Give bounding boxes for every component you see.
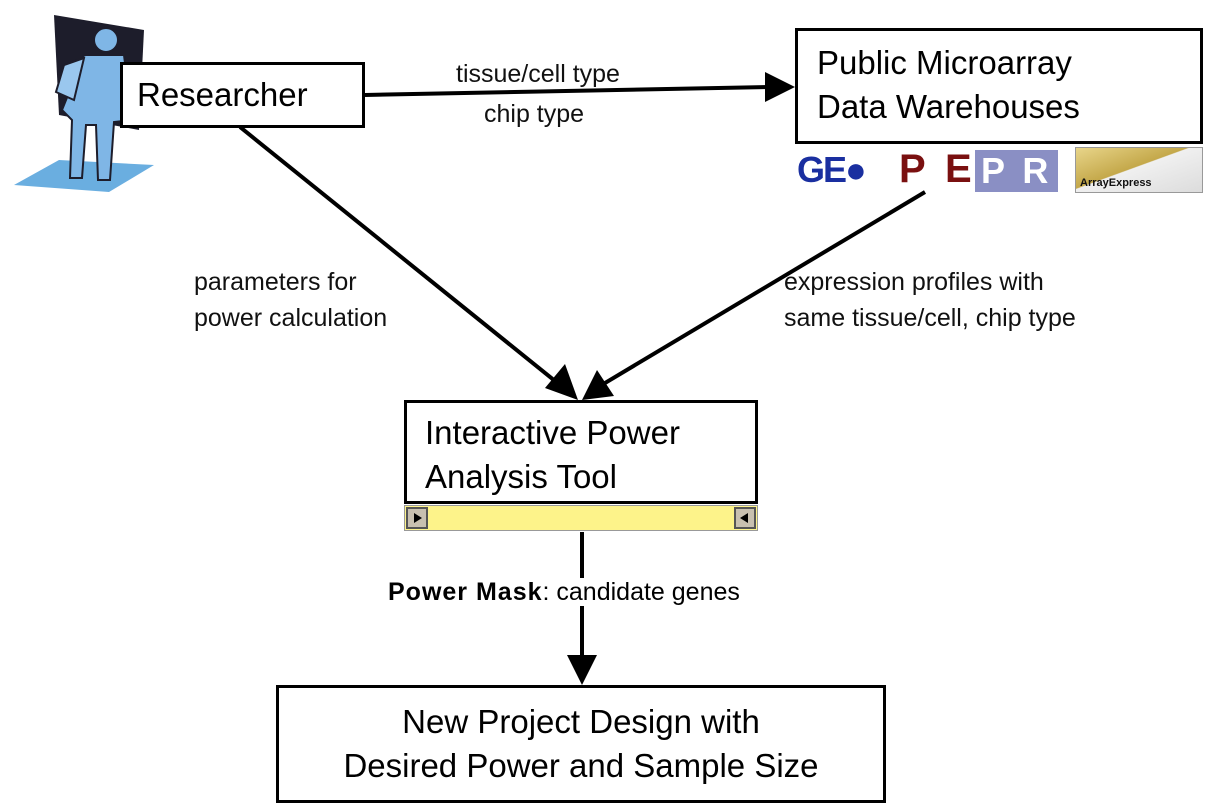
edge-label-same-tissue-cell: same tissue/cell, chip type <box>784 304 1076 332</box>
arrowhead-tool-right <box>582 370 614 400</box>
power-tool-line-1: Interactive Power <box>425 414 680 451</box>
p-logo: P <box>899 147 926 191</box>
edge-label-power-calculation: power calculation <box>194 304 388 332</box>
warehouses-line-1: Public Microarray <box>817 44 1072 81</box>
database-logos: GE● P E P R ArrayExpress <box>795 147 1205 195</box>
power-tool-node: Interactive Power Analysis Tool <box>404 400 758 504</box>
edge-label-parameters: parameters for <box>194 268 357 296</box>
arrayexpress-logo: ArrayExpress <box>1075 147 1203 193</box>
epr-logo-pr: P R <box>975 150 1059 192</box>
project-design-line-1: New Project Design with <box>402 703 760 740</box>
epr-logo-e: E <box>945 147 972 191</box>
edge-label-chip-type: chip type <box>484 100 585 128</box>
power-tool-line-2: Analysis Tool <box>425 458 617 495</box>
warehouses-node: Public Microarray Data Warehouses <box>795 28 1203 144</box>
edge-label-tissue-cell-type: tissue/cell type <box>456 60 620 88</box>
triangle-right-icon <box>414 513 422 523</box>
arrow-researcher-to-warehouses <box>364 85 771 97</box>
geo-logo: GE● <box>797 149 867 190</box>
arrowhead-tool-left <box>545 364 578 400</box>
power-tool-slider[interactable] <box>404 505 758 531</box>
project-design-line-2: Desired Power and Sample Size <box>343 747 819 784</box>
edge-label-power-mask: Power Mask: candidate genes <box>388 574 740 610</box>
power-mask-bold: Power Mask <box>388 578 543 606</box>
arrow-researcher-to-tool <box>238 125 562 387</box>
slider-left-arrow-button[interactable] <box>734 507 756 529</box>
slider-right-arrow-button[interactable] <box>406 507 428 529</box>
researcher-node: Researcher <box>120 62 365 128</box>
arrowhead-design <box>567 655 597 685</box>
power-mask-rest: : candidate genes <box>542 578 740 606</box>
arrayexpress-logo-text: ArrayExpress <box>1080 177 1152 189</box>
warehouses-line-2: Data Warehouses <box>817 88 1080 125</box>
edge-label-expression-profiles: expression profiles with <box>784 268 1044 296</box>
project-design-node: New Project Design with Desired Power an… <box>276 685 886 803</box>
triangle-left-icon <box>740 513 748 523</box>
researcher-label: Researcher <box>137 76 308 113</box>
arrowhead-warehouses <box>765 72 795 102</box>
arrow-warehouses-to-tool <box>598 190 927 388</box>
